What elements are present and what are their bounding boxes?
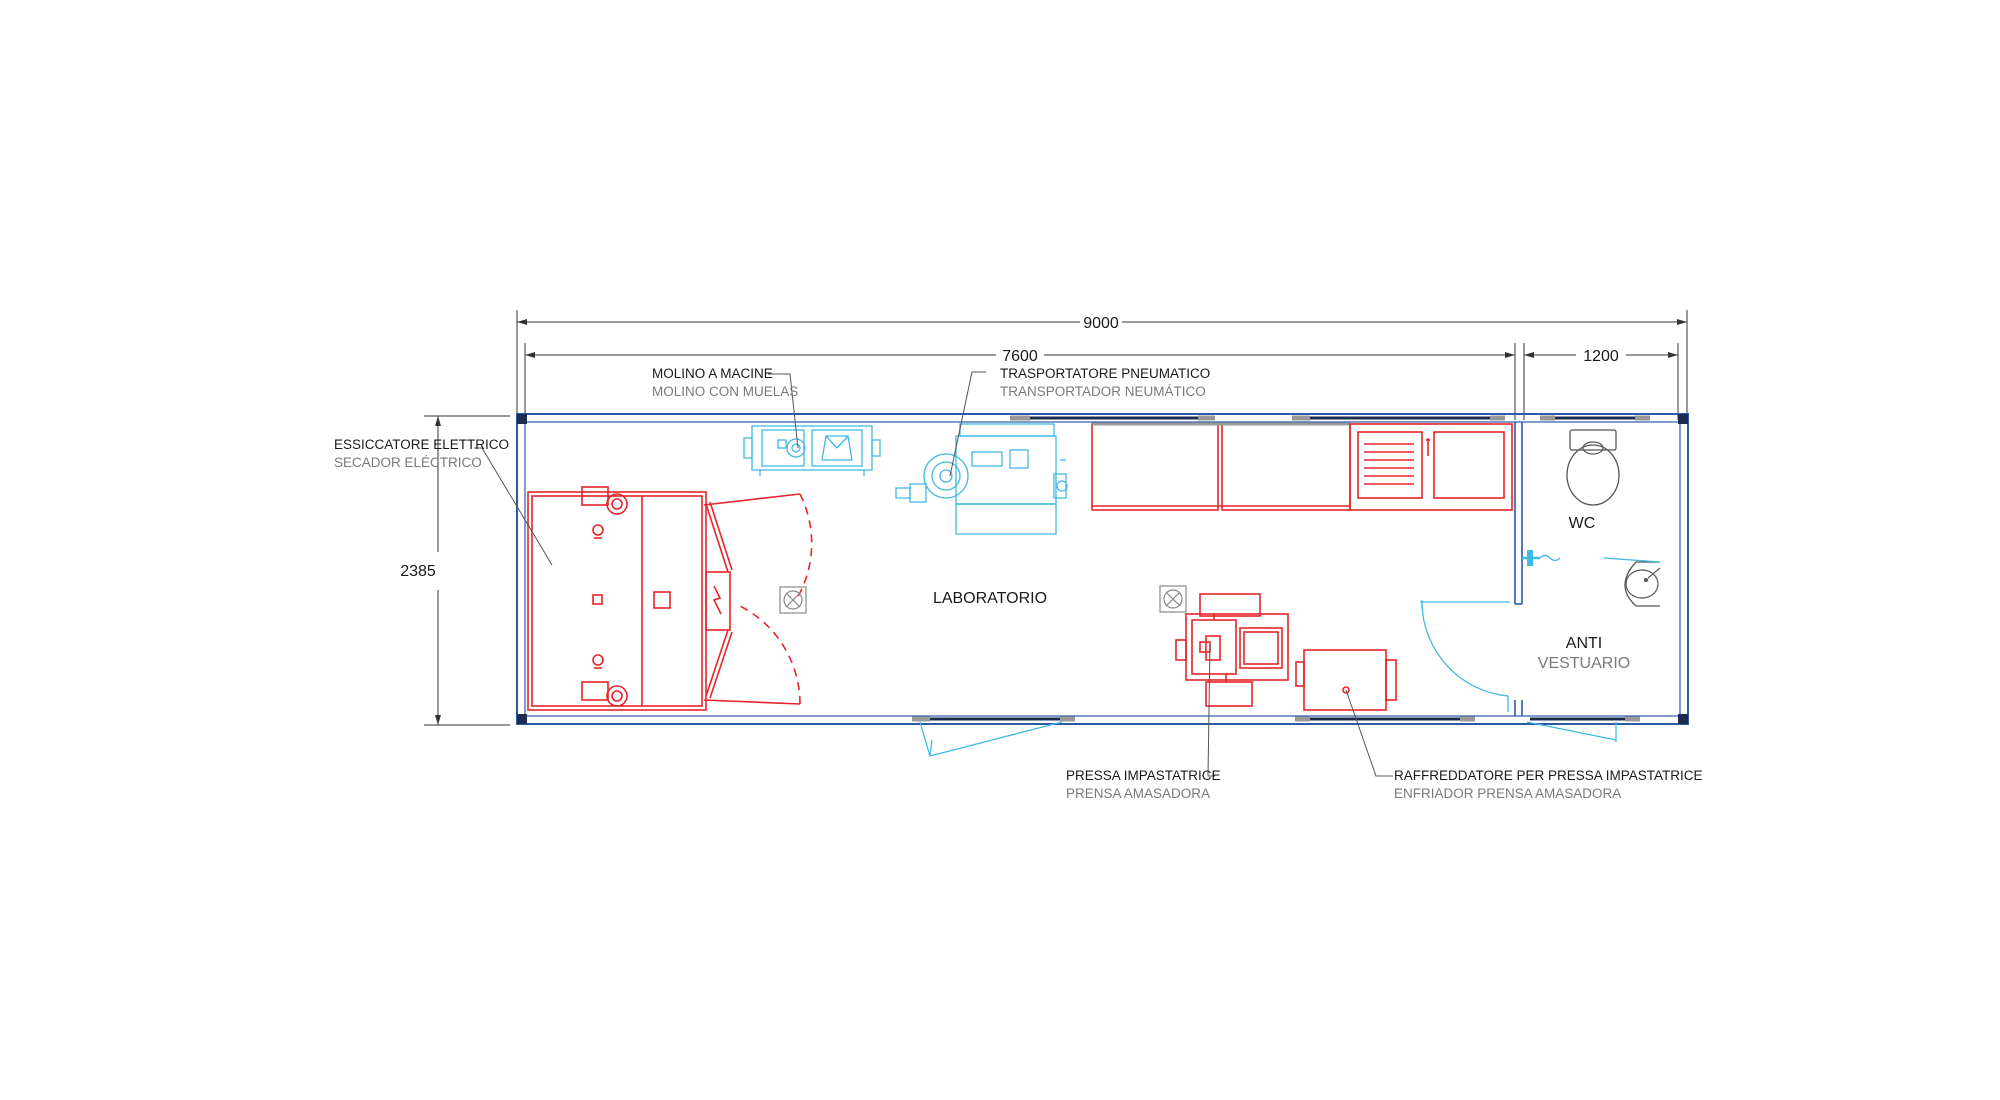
dimension-total: 9000 — [516, 310, 1688, 420]
label-mill-es: MOLINO CON MUELAS — [652, 384, 798, 399]
label-chiller-it: RAFFREDDATORE PER PRESSA IMPASTATRICE — [1394, 768, 1703, 783]
worktables — [1091, 422, 1351, 511]
room-wc: WC — [1569, 515, 1596, 532]
kneading-press — [1175, 593, 1289, 707]
label-press-it: PRESSA IMPASTATRICE — [1066, 768, 1221, 783]
exterior-door-anti — [1526, 721, 1617, 742]
container-walls — [516, 413, 1689, 725]
dimension-lab-label: 7600 — [1002, 348, 1038, 365]
sink-unit — [1349, 423, 1513, 511]
dimension-anti: 1200 — [1523, 343, 1679, 420]
label-dryer-es: SECADOR ELÉCTRICO — [334, 455, 482, 470]
pneumatic-conveyor — [895, 423, 1068, 535]
label-press-es: PRENSA AMASADORA — [1066, 786, 1210, 801]
dimension-width-label: 2385 — [400, 563, 436, 580]
exterior-door-lab — [919, 721, 1063, 757]
dimension-anti-label: 1200 — [1583, 348, 1619, 365]
room-anti: ANTI — [1566, 635, 1602, 652]
shower-tap-icon — [1522, 550, 1561, 566]
dimension-width: 2385 — [400, 415, 510, 726]
floor-drain-right-icon — [1159, 585, 1187, 613]
room-laboratorio: LABORATORIO — [933, 590, 1047, 607]
label-conveyor-it: TRASPORTATORE PNEUMATICO — [1000, 366, 1210, 381]
chiller — [1295, 649, 1397, 711]
stone-mill — [743, 425, 881, 476]
label-conveyor-es: TRANSPORTADOR NEUMÁTICO — [1000, 384, 1206, 399]
label-dryer-it: ESSICCATORE ELETTRICO — [334, 437, 509, 452]
label-press: PRESSA IMPASTATRICE PRENSA AMASADORA — [1066, 768, 1221, 801]
floor-drain-left-icon — [779, 586, 807, 614]
dimension-total-label: 9000 — [1083, 315, 1119, 332]
dimension-lab: 7600 — [524, 343, 1516, 420]
interior-door — [1420, 600, 1510, 712]
electric-dryer — [527, 486, 813, 711]
toilet — [1566, 429, 1620, 506]
label-conveyor: TRASPORTATORE PNEUMATICO TRANSPORTADOR N… — [1000, 366, 1210, 399]
label-mill-it: MOLINO A MACINE — [652, 366, 773, 381]
leader-lines — [474, 371, 1393, 777]
label-dryer: ESSICCATORE ELETTRICO SECADOR ELÉCTRICO — [334, 437, 509, 470]
label-mill: MOLINO A MACINE MOLINO CON MUELAS — [652, 366, 798, 399]
room-vestuario: VESTUARIO — [1538, 655, 1630, 672]
label-chiller: RAFFREDDATORE PER PRESSA IMPASTATRICE EN… — [1394, 768, 1703, 801]
washbasin — [1603, 557, 1661, 607]
label-chiller-es: ENFRIADOR PRENSA AMASADORA — [1394, 786, 1621, 801]
